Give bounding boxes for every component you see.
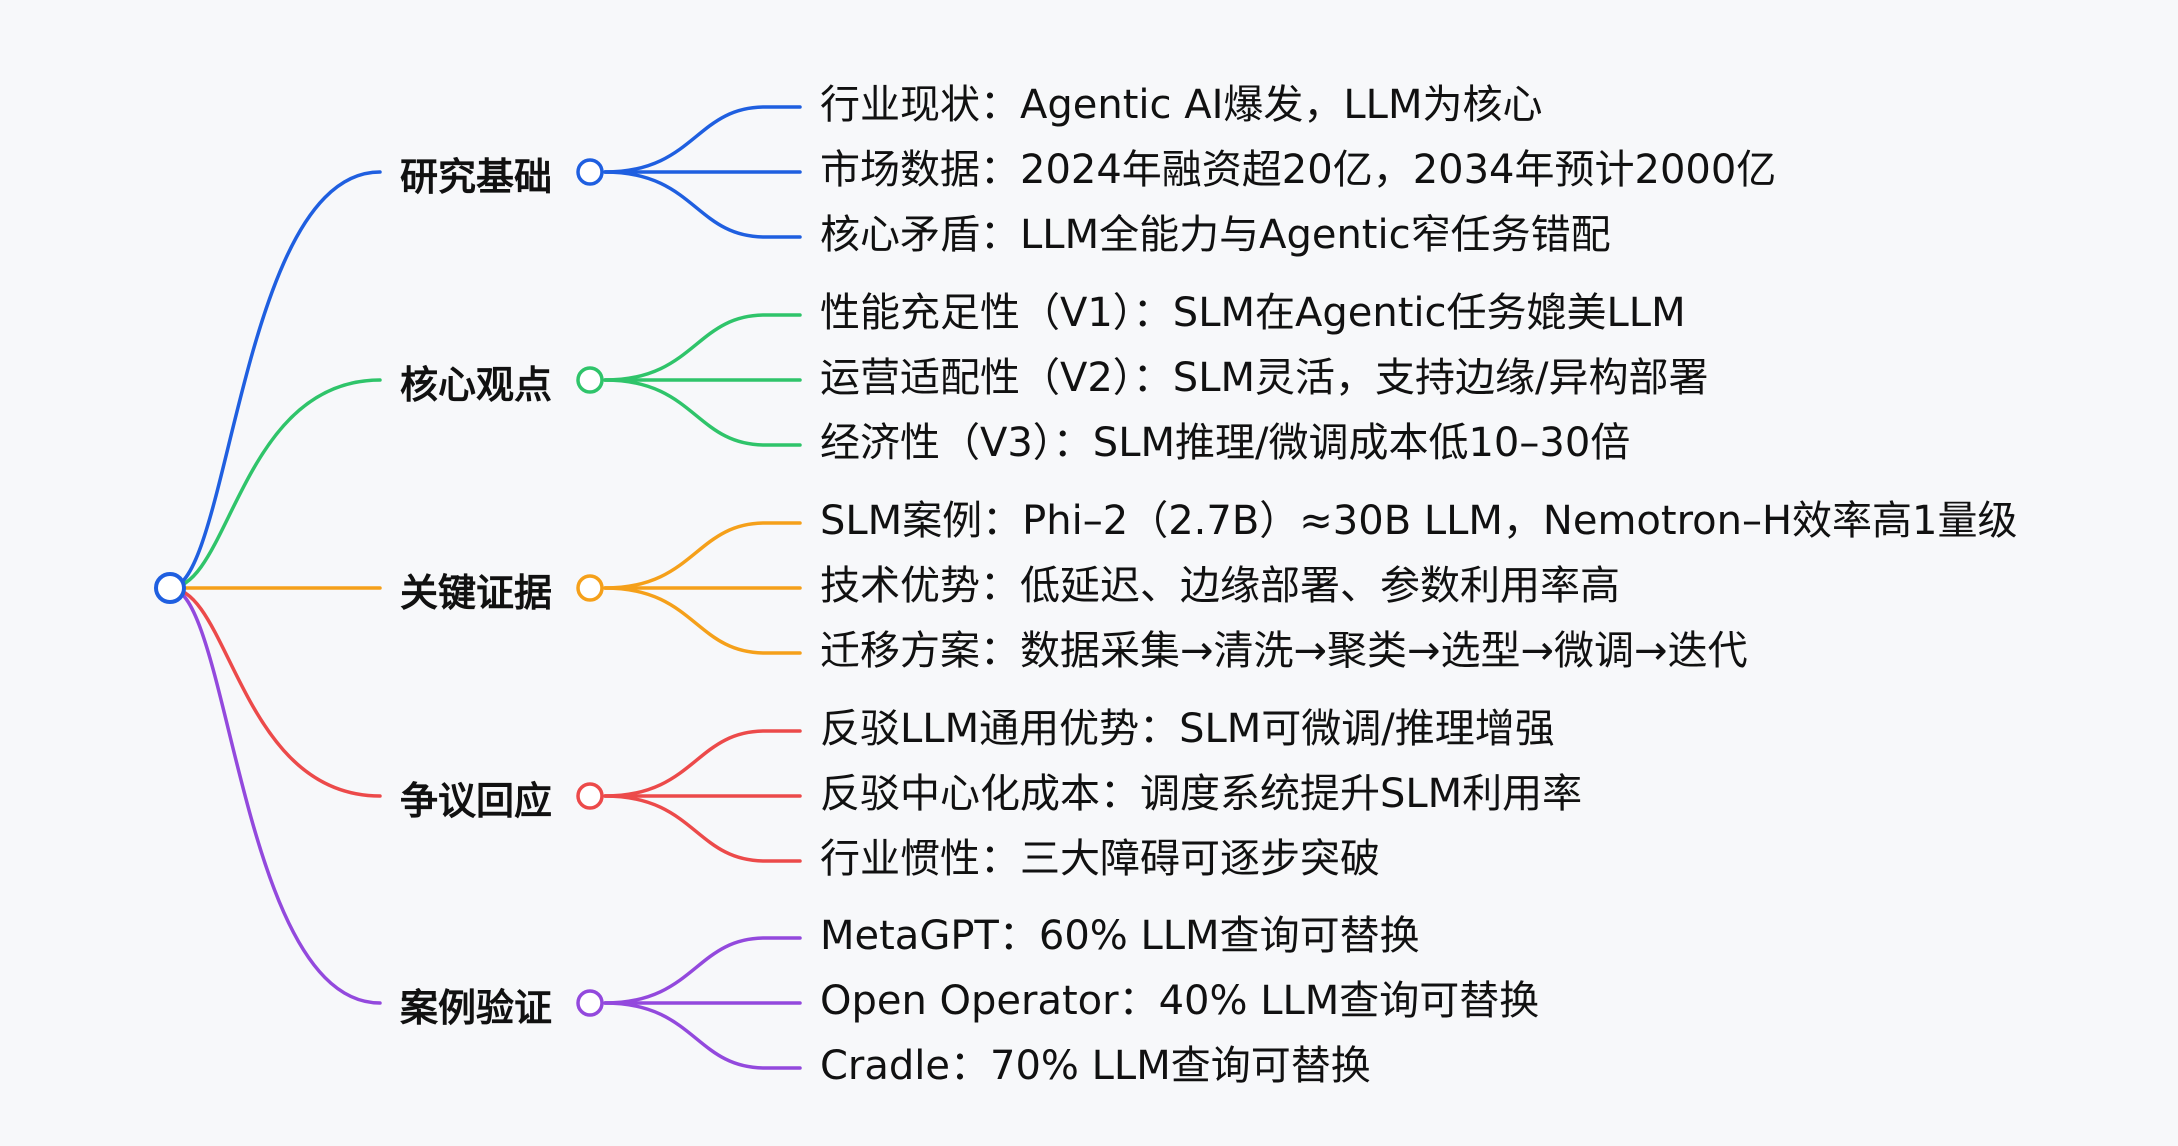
leaf-label: 反驳中心化成本：调度系统提升SLM利用率 (820, 771, 1583, 817)
leaf-label: 技术优势：低延迟、边缘部署、参数利用率高 (820, 563, 1620, 609)
root-branch-edge (168, 378, 382, 590)
root-branch-edge (168, 586, 382, 798)
branch-leaf-edge (603, 586, 802, 655)
branch-leaf-edge (603, 313, 802, 382)
leaf-label: Cradle：70% LLM查询可替换 (820, 1043, 1371, 1089)
branch-leaf-edge (603, 378, 802, 447)
branch-leaf-edge (603, 936, 802, 1005)
leaf-label: 核心矛盾：LLM全能力与Agentic窄任务错配 (820, 212, 1611, 258)
branch-leaf-edge (603, 729, 802, 798)
branch-label: 关键证据 (400, 571, 553, 615)
leaf-label: 市场数据：2024年融资超20亿，2034年预计2000亿 (820, 147, 1777, 193)
leaf-label: 经济性（V3）：SLM推理/微调成本低10–30倍 (820, 420, 1631, 466)
branch-leaf-edge (603, 105, 802, 174)
branch-node[interactable] (576, 366, 604, 394)
leaf-label: SLM案例：Phi–2（2.7B）≈30B LLM，Nemotron–H效率高1… (820, 498, 2018, 544)
branch-node[interactable] (576, 989, 604, 1017)
branch-label: 争议回应 (400, 779, 553, 823)
root-branch-edge (168, 170, 382, 590)
branch-node[interactable] (576, 158, 604, 186)
root-node[interactable] (154, 572, 186, 604)
leaf-label: 行业现状：Agentic AI爆发，LLM为核心 (820, 82, 1543, 128)
leaf-label: Open Operator：40% LLM查询可替换 (820, 978, 1540, 1024)
leaf-label: 运营适配性（V2）：SLM灵活，支持边缘/异构部署 (820, 355, 1709, 401)
root-branch-edge (168, 586, 382, 1005)
branch-leaf-edge (603, 1001, 802, 1070)
leaf-label: 性能充足性（V1）：SLM在Agentic任务媲美LLM (820, 290, 1686, 336)
branch-label: 案例验证 (400, 986, 553, 1030)
branch-node[interactable] (576, 574, 604, 602)
leaf-label: 迁移方案：数据采集→清洗→聚类→选型→微调→迭代 (820, 628, 1748, 674)
leaf-label: MetaGPT：60% LLM查询可替换 (820, 913, 1420, 959)
leaf-label: 行业惯性：三大障碍可逐步突破 (820, 836, 1380, 882)
branch-node[interactable] (576, 782, 604, 810)
branch-leaf-edge (603, 521, 802, 590)
branch-leaf-edge (603, 170, 802, 239)
branch-label: 研究基础 (400, 155, 553, 199)
branch-leaf-edge (603, 794, 802, 863)
branch-label: 核心观点 (400, 363, 553, 407)
leaf-label: 反驳LLM通用优势：SLM可微调/推理增强 (820, 706, 1555, 752)
